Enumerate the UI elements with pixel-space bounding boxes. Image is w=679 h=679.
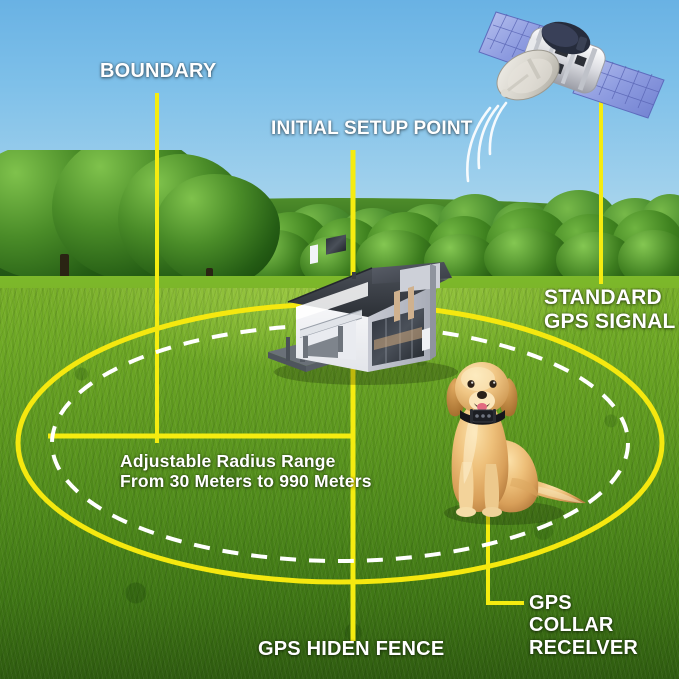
house-icon <box>268 234 458 385</box>
dog-tail <box>533 480 586 504</box>
dog-front-leg <box>458 462 474 515</box>
satellite-icon <box>466 11 665 183</box>
label-adjustable-radius-range: Adjustable Radius Range From 30 Meters t… <box>120 451 372 491</box>
tree-trunk <box>60 254 69 286</box>
signal-wave-icon <box>466 101 508 183</box>
label-standard-gps-signal: STANDARD GPS SIGNAL <box>544 286 676 333</box>
dog-icon <box>444 362 586 525</box>
label-initial-setup-point: INITIAL SETUP POINT <box>271 118 473 139</box>
label-gps-collar-receiver: GPS COLLAR RECELVER <box>529 592 639 659</box>
dog-front-leg <box>484 464 500 514</box>
large-tree <box>154 174 280 286</box>
label-gps-hidden-fence: GPS HIDEN FENCE <box>258 638 445 660</box>
leader-lines <box>48 93 603 641</box>
label-boundary: BOUNDARY <box>100 60 217 82</box>
